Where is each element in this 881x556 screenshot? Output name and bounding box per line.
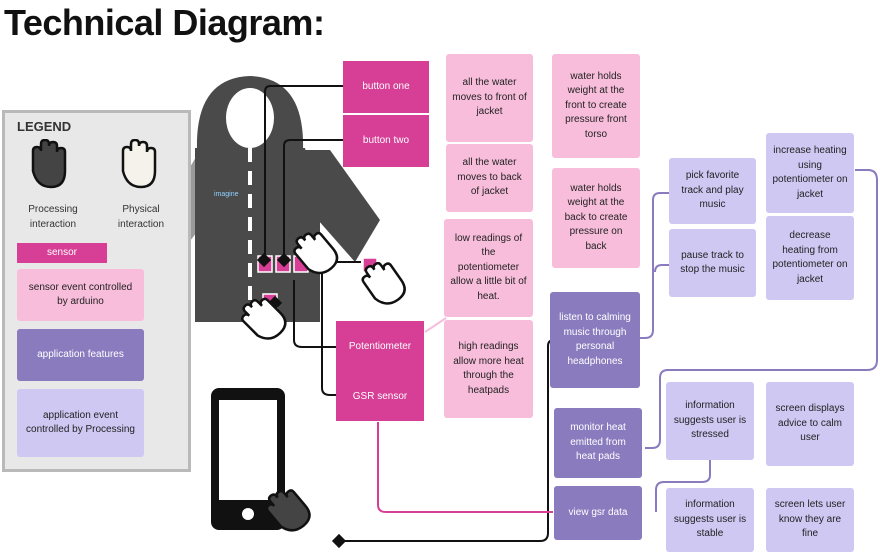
app-event-stable: information suggests user is stable: [666, 488, 754, 552]
legend-sensor-swatch: sensor: [17, 243, 107, 263]
processing-hand-icon: [31, 139, 67, 189]
sensor-button-two: button two: [343, 115, 429, 167]
feature-monitor-heat: monitor heat emitted from heat pads: [554, 408, 642, 478]
app-event-advice: screen displays advice to calm user: [766, 382, 854, 466]
diagram-title: Technical Diagram:: [4, 2, 325, 43]
physical-hand-icon: [121, 139, 157, 189]
legend-panel: LEGEND Processing interaction Physical i…: [2, 110, 191, 472]
jacket-print-text: imagine: [214, 191, 239, 198]
sensor-button-one: button one: [343, 61, 429, 113]
pink-connectors: [424, 317, 447, 333]
event-low-readings: low readings of the potentiometer allow …: [444, 219, 533, 317]
event-water-front: all the water moves to front of jacket: [446, 54, 533, 142]
phone-icon: [211, 388, 285, 530]
outcome-front-pressure: water holds weight at the front to creat…: [552, 54, 640, 158]
app-event-fine: screen lets user know they are fine: [766, 488, 854, 552]
app-event-stressed: information suggests user is stressed: [666, 382, 754, 460]
hand-icon: [240, 231, 406, 532]
app-event-decrease-heat: decrease heating from potentiometer on j…: [766, 216, 854, 300]
event-water-back: all the water moves to back of jacket: [446, 144, 533, 212]
outcome-back-pressure: water holds weight at the back to create…: [552, 168, 640, 268]
app-event-pick-track: pick favorite track and play music: [669, 158, 756, 224]
legend-physical-label: Physical interaction: [117, 204, 165, 230]
gsr-connector: [377, 422, 553, 513]
event-high-readings: high readings allow more heat through th…: [444, 320, 533, 418]
app-event-pause-track: pause track to stop the music: [669, 229, 756, 297]
feature-view-gsr: view gsr data: [554, 486, 642, 540]
sensor-gsr: GSR sensor: [336, 373, 424, 421]
app-event-increase-heat: increase heating using potentiometer on …: [766, 133, 854, 213]
legend-app-feature-swatch: application features: [17, 329, 144, 381]
legend-app-event-swatch: application event controlled by Processi…: [17, 389, 144, 457]
legend-title: LEGEND: [17, 119, 72, 134]
legend-processing-label: Processing interaction: [28, 204, 78, 230]
sensor-potentiometer: Potentiometer: [336, 321, 424, 373]
legend-sensor-event-swatch: sensor event controlled by arduino: [17, 269, 144, 321]
feature-listen-music: listen to calming music through personal…: [550, 292, 640, 388]
purple-connectors: [640, 169, 878, 512]
